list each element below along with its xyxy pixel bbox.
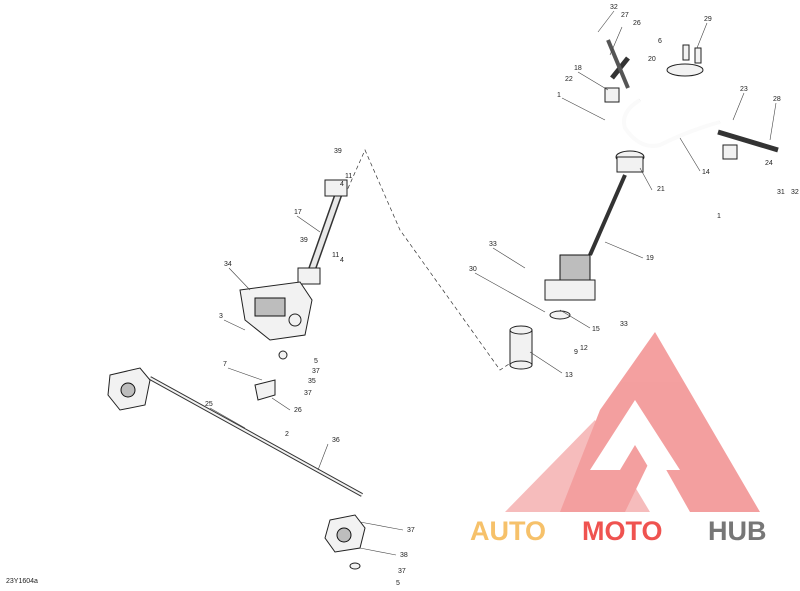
callout: 9	[574, 349, 578, 356]
callout: 39	[300, 237, 308, 244]
callout: 22	[565, 76, 573, 83]
watermark-word-moto: MOTO	[582, 516, 663, 546]
steering-assembly	[107, 179, 366, 570]
callout: 7	[223, 361, 227, 368]
callout: 37	[398, 568, 406, 575]
callout: 1	[717, 213, 721, 220]
callout-labels: 32 27 26 29 6 20 18 22 1 23 28 14 24 21 …	[205, 4, 799, 587]
watermark-word-hub: HUB	[708, 516, 767, 546]
callout: 2	[285, 431, 289, 438]
figure-code: 23Y1604a	[6, 578, 38, 585]
handlebar-assembly	[509, 39, 779, 370]
callout: 27	[621, 12, 629, 19]
callout: 26	[633, 20, 641, 27]
callout: 13	[565, 372, 573, 379]
leader-lines	[209, 10, 777, 556]
callout: 18	[574, 65, 582, 72]
watermark-logo	[505, 332, 760, 512]
callout: 5	[396, 580, 400, 587]
callout: 34	[224, 261, 232, 268]
callout: 19	[646, 255, 654, 262]
callout: 24	[765, 160, 773, 167]
callout: 11	[332, 252, 339, 259]
callout: 14	[702, 169, 710, 176]
callout: 39	[334, 148, 342, 155]
watermark-text: AUTO MOTO HUB	[470, 516, 767, 546]
callout: 32	[791, 189, 799, 196]
callout: 21	[657, 186, 665, 193]
callout: 12	[580, 345, 588, 352]
callout: 3	[219, 313, 223, 320]
assembly-dashed-line	[344, 149, 516, 371]
callout: 37	[304, 390, 312, 397]
callout: 4	[340, 181, 344, 188]
callout: 26	[294, 407, 302, 414]
callout: 33	[620, 321, 628, 328]
callout: 32	[610, 4, 618, 11]
callout: 25	[205, 401, 213, 408]
callout: 30	[469, 266, 477, 273]
callout: 38	[400, 552, 408, 559]
watermark-word-auto: AUTO	[470, 516, 546, 546]
callout: 23	[740, 86, 748, 93]
callout: 5	[314, 358, 318, 365]
callout: 4	[340, 257, 344, 264]
callout: 6	[658, 38, 662, 45]
callout: 33	[489, 241, 497, 248]
callout: 37	[312, 368, 320, 375]
callout: 31	[777, 189, 785, 196]
callout: 11	[345, 173, 352, 180]
callout: 28	[773, 96, 781, 103]
callout: 15	[592, 326, 600, 333]
callout: 37	[407, 527, 415, 534]
callout: 1	[557, 92, 561, 99]
callout: 35	[308, 378, 316, 385]
callout: 36	[332, 437, 340, 444]
callout: 20	[648, 56, 656, 63]
callout: 17	[294, 209, 302, 216]
callout: 29	[704, 16, 712, 23]
